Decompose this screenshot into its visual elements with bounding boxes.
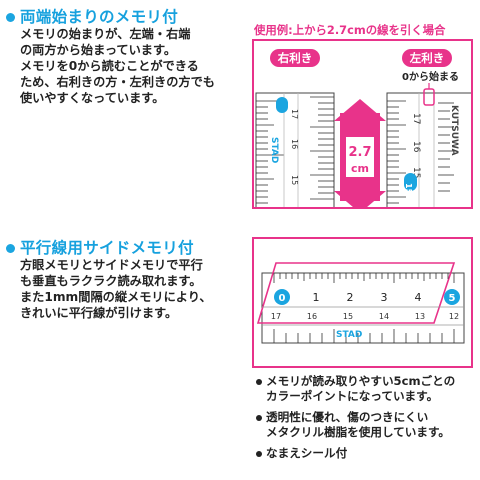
ruler2-badge-0 xyxy=(274,289,290,305)
feature-item: 透明性に優れ、傷のつきにくい メタクリル樹脂を使用しています。 xyxy=(266,410,450,440)
ruler2-number: 4 xyxy=(415,291,422,304)
ruler2-number: 3 xyxy=(381,291,388,304)
right-handed-tag: 右利き xyxy=(270,49,320,67)
section2-text: 方眼メモリとサイドメモリで平行 も垂直もラクラク読み取れます。 また1mm間隔の… xyxy=(20,257,212,321)
parallel-guide xyxy=(256,262,456,324)
feature-bullet-dot xyxy=(256,379,262,385)
feature-line: なまえシール付 xyxy=(266,446,348,460)
ruler2-number: 2 xyxy=(347,291,354,304)
ruler2-number: 1 xyxy=(313,291,320,304)
right-ruler-badge-15-label: 15 xyxy=(404,183,413,195)
ruler2-number: 0 xyxy=(279,293,286,304)
section1-line: の両方から始まっています。 xyxy=(20,43,177,57)
ruler2-ticks xyxy=(262,273,464,343)
measure-value: 2.7 xyxy=(348,145,371,160)
feature-bullet-dot xyxy=(256,415,262,421)
ruler2-badge-5 xyxy=(444,289,460,305)
right-ruler-ticks xyxy=(387,93,454,207)
ruler2-illustration: 0 1 2 3 4 5 17 16 15 14 13 12 STAD xyxy=(256,262,465,344)
left-ruler-tick-label: 17 xyxy=(290,109,299,119)
ruler2-side-number: 17 xyxy=(271,312,281,321)
section1-line: 使いやすくなっています。 xyxy=(20,91,165,105)
feature-item: なまえシール付 xyxy=(266,446,347,461)
example-illustration: 17 16 15 STAD 17 16 15 15 KUTSUWA xyxy=(255,83,471,207)
example-caption: 使用例:上から2.7cmの線を引く場合 xyxy=(254,23,446,37)
start-note: 0から始まる xyxy=(402,72,459,83)
left-ruler-brand: STAD xyxy=(269,137,279,163)
example-frame: 17 16 15 STAD 17 16 15 15 KUTSUWA xyxy=(252,39,473,209)
left-ruler-tick-label: 16 xyxy=(290,139,299,149)
section2-line: きれいに平行線が引けます。 xyxy=(20,306,178,320)
left-ruler-badge-0 xyxy=(276,97,288,113)
ruler2-frame: 0 1 2 3 4 5 17 16 15 14 13 12 STAD xyxy=(252,237,473,368)
ruler2-side-number: 13 xyxy=(415,312,425,321)
measure-arrow xyxy=(334,99,386,207)
right-ruler-badge-15 xyxy=(404,173,417,191)
section2-bullet-dot xyxy=(6,244,15,253)
right-ruler-tick-label: 15 xyxy=(411,167,421,178)
ruler2-side-number: 12 xyxy=(449,312,459,321)
ruler2-body xyxy=(261,272,465,344)
feature-line: 透明性に優れ、傷のつきにくい xyxy=(266,410,429,424)
section1-text: メモリの始まりが、左端・右端 の両方から始まっています。 メモリを0から読むこと… xyxy=(20,26,215,106)
ruler2-side-number: 16 xyxy=(307,312,317,321)
left-ruler-ticks xyxy=(256,93,334,207)
feature-item: メモリが読み取りやすい5cmごとの カラーポイントになっています。 xyxy=(266,374,455,404)
left-handed-tag: 左利き xyxy=(402,49,452,67)
section2-heading: 平行線用サイドメモリ付 xyxy=(20,239,194,257)
section2-line: また1mm間隔の縦メモリにより、 xyxy=(20,290,212,304)
section2-line: も垂直もラクラク読み取れます。 xyxy=(20,274,202,288)
right-ruler-tick-label: 16 xyxy=(411,141,421,153)
section1-bullet-dot xyxy=(6,13,15,22)
feature-line: メタクリル樹脂を使用しています。 xyxy=(266,425,450,439)
section1-heading: 両端始まりのメモリ付 xyxy=(20,8,179,26)
section1-line: メモリを0から読むことができる xyxy=(20,59,199,73)
feature-bullet-dot xyxy=(256,451,262,457)
section1-line: メモリの始まりが、左端・右端 xyxy=(20,27,191,41)
section2-line: 方眼メモリとサイドメモリで平行 xyxy=(20,258,203,272)
measure-unit: cm xyxy=(351,162,369,175)
left-ruler xyxy=(255,92,335,207)
right-ruler xyxy=(386,92,471,207)
ruler2-side-number: 15 xyxy=(343,312,353,321)
ruler2-number: 5 xyxy=(449,293,456,304)
section1-line: ため、右利きの方・左利きの方でも xyxy=(20,75,215,89)
left-ruler-tick-label: 15 xyxy=(290,175,299,185)
ruler2-brand: STAD xyxy=(336,330,362,340)
right-ruler-tick-label: 17 xyxy=(411,113,421,124)
feature-line: カラーポイントになっています。 xyxy=(266,389,439,403)
right-ruler-brand: KUTSUWA xyxy=(449,105,459,156)
ruler2-side-number: 14 xyxy=(379,312,389,321)
feature-line: メモリが読み取りやすい5cmごとの xyxy=(266,374,456,388)
